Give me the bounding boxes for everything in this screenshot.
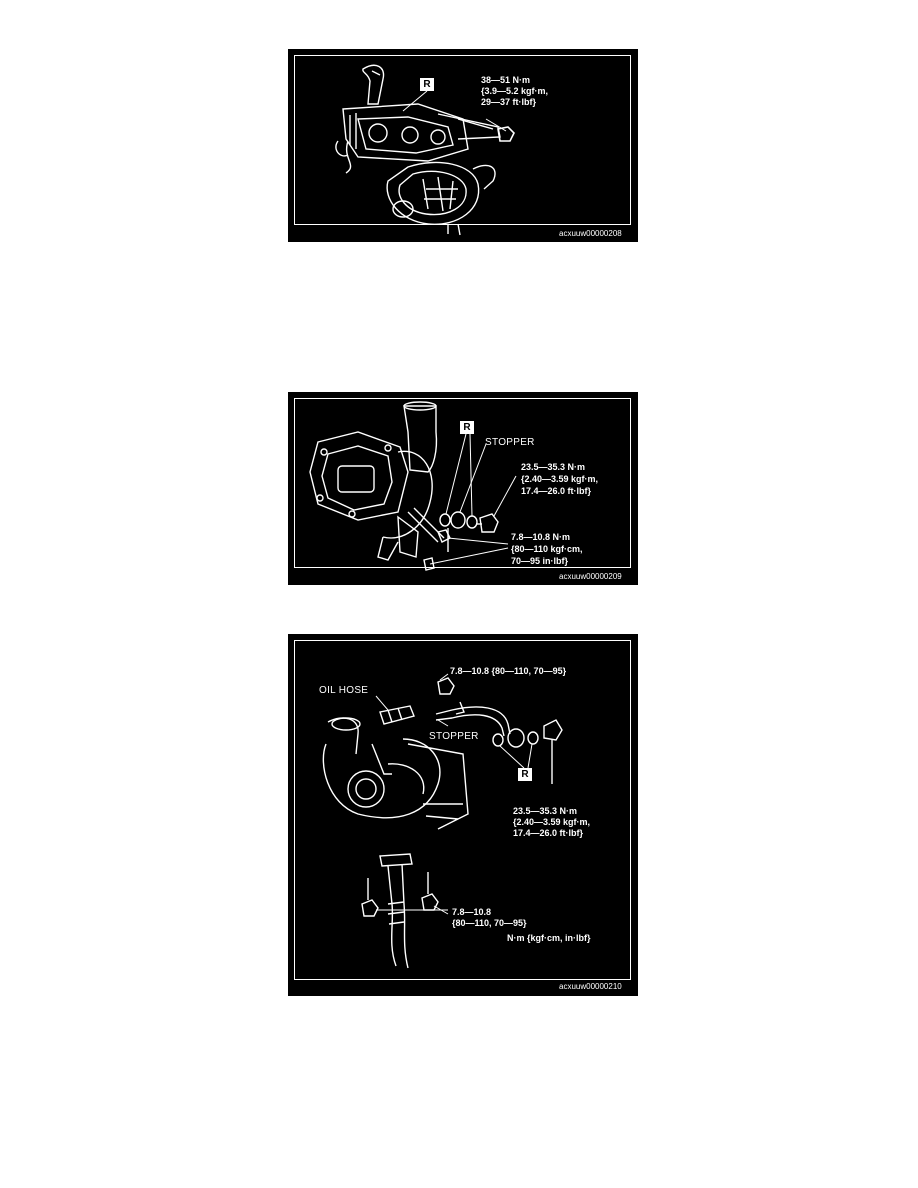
torque-spec-a-line-2: {2.40—3.59 kgf·m, bbox=[521, 474, 599, 484]
replace-marker: R bbox=[460, 421, 474, 434]
turbo-outlet-drawing bbox=[335, 64, 515, 236]
torque-units-label: N·m {kgf·cm, in·lbf} bbox=[507, 933, 591, 943]
torque-spec-a-line-3: 17.4—26.0 ft·lbf} bbox=[513, 828, 584, 838]
torque-spec-a-line-1: 23.5—35.3 N·m bbox=[521, 462, 586, 472]
turbo-oil-line-drawing bbox=[322, 677, 563, 969]
figure-1: R 38—51 N·m {3.9—5.2 kgf·m, 29—37 ft·lbf… bbox=[288, 49, 638, 242]
replace-marker: R bbox=[420, 78, 434, 91]
torque-spec-b-line-1: 7.8—10.8 bbox=[452, 907, 492, 917]
torque-spec-a-line-1: 23.5—35.3 N·m bbox=[513, 806, 578, 816]
torque-spec-line-2: {3.9—5.2 kgf·m, bbox=[481, 86, 549, 96]
torque-spec-line-1: 38—51 N·m bbox=[481, 75, 531, 85]
figure-id: acxuuw00000208 bbox=[559, 229, 622, 238]
leader-lines bbox=[375, 673, 533, 915]
figure-3: R 7.8—10.8 {80—110, 70—95} OIL HOSE STOP… bbox=[288, 634, 638, 996]
torque-spec-b-line-1: 7.8—10.8 N·m bbox=[511, 532, 571, 542]
stopper-label: STOPPER bbox=[429, 731, 479, 742]
leader-lines bbox=[402, 90, 507, 132]
figure-frame bbox=[294, 640, 631, 980]
torque-spec-a-line-2: {2.40—3.59 kgf·m, bbox=[513, 817, 591, 827]
replace-marker: R bbox=[518, 768, 532, 781]
figure-id: acxuuw00000210 bbox=[559, 982, 622, 991]
torque-spec-line-3: 29—37 ft·lbf} bbox=[481, 97, 537, 107]
figure-2: R STOPPER 23.5—35.3 N·m {2.40—3.59 kgf·m… bbox=[288, 392, 638, 585]
figure-id: acxuuw00000209 bbox=[559, 572, 622, 581]
stopper-label: STOPPER bbox=[485, 437, 535, 448]
torque-spec-a-line-3: 17.4—26.0 ft·lbf} bbox=[521, 486, 592, 496]
torque-spec-b-line-2: {80—110, 70—95} bbox=[452, 918, 527, 928]
torque-spec-b-line-3: 70—95 in·lbf} bbox=[511, 556, 569, 566]
torque-spec-b-line-2: {80—110 kgf·cm, bbox=[511, 544, 583, 554]
top-torque-spec: 7.8—10.8 {80—110, 70—95} bbox=[450, 666, 567, 676]
oil-hose-label: OIL HOSE bbox=[319, 685, 369, 696]
leader-lines bbox=[429, 433, 517, 565]
figure-frame bbox=[294, 398, 631, 568]
figure-frame bbox=[294, 55, 631, 225]
